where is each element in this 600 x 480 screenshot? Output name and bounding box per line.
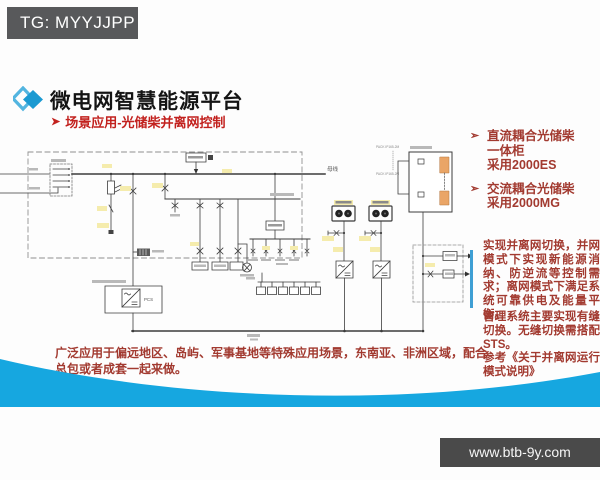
feeder-to-pcs xyxy=(120,172,164,286)
bullet-line: 直流耦合光储柴 xyxy=(487,129,575,143)
pcs-label: PCS xyxy=(144,297,153,302)
pack-labels: PACK IP165-2M PACK IP165-2M xyxy=(376,145,399,176)
page-subtitle: ➤ 场景应用-光储柴并离网控制 xyxy=(51,112,226,131)
bullet-line: 交流耦合光储柴 xyxy=(487,181,575,196)
distribution-bus xyxy=(152,172,300,199)
page-title: 微电网智慧能源平台 xyxy=(50,90,244,113)
page-header: 微电网智慧能源平台 xyxy=(13,84,244,114)
feeder-metering xyxy=(97,172,121,234)
pack-label-2: PACK IP165-2M xyxy=(376,172,399,176)
blue-accent-line xyxy=(470,250,473,308)
sub-feeders xyxy=(170,199,254,277)
subtitle-text: 场景应用-光储柴并离网控制 xyxy=(65,115,226,130)
grid-incoming-lines xyxy=(0,168,58,193)
battery-cabinet xyxy=(398,146,452,331)
oneline-diagram: 母线 xyxy=(0,145,473,341)
bullet-arrow-icon: ➢ xyxy=(470,130,480,142)
output-feeder-box xyxy=(413,245,473,302)
inverter-1 xyxy=(336,261,353,331)
right-bullet-list: ➢ 直流耦合光储柴 一体柜 采用2000ES ➢ 交流耦合光储柴 采用2000M… xyxy=(470,129,600,211)
application-note: 广泛应用于偏远地区、岛屿、军事基地等特殊应用场景，东南亚、非洲区域，配合总包或者… xyxy=(55,346,488,376)
diamond-logo-icon xyxy=(13,85,43,111)
bullet-ac-coupled: ➢ 交流耦合光储柴 采用2000MG xyxy=(470,182,600,211)
bullet-arrow-icon: ➢ xyxy=(470,182,480,195)
annotation-reference: 参考《关于并离网运行模式说明》 xyxy=(483,352,600,378)
main-bus-label: 母线 xyxy=(327,165,339,173)
genset-input-symbol xyxy=(359,200,392,261)
bullet-line: 采用2000ES xyxy=(487,158,557,172)
controller-box xyxy=(102,153,232,174)
ups-branch xyxy=(248,172,310,265)
annotation-switchover: 管理系统主要实现有缝切换。无缝切换需搭配STS。 xyxy=(483,311,600,351)
ats-switch xyxy=(50,159,72,196)
bullet-line: 采用2000MG xyxy=(487,196,560,210)
pv-input-symbol xyxy=(322,200,355,261)
bullet-line: 一体柜 xyxy=(487,143,525,158)
bullet-dc-coupled: ➢ 直流耦合光储柴 一体柜 采用2000ES xyxy=(470,129,600,173)
load-bus xyxy=(132,329,425,341)
website-footer-bar: www.btb-9y.com xyxy=(440,438,600,467)
bottom-wave xyxy=(0,359,600,407)
pack-label-1: PACK IP165-2M xyxy=(376,145,399,149)
annotation-grid-modes: 实现并离网切换，并网模式下实现新能源消纳、防逆流等控制需求；离网模式下满足系统可… xyxy=(483,240,600,321)
load-row xyxy=(246,273,321,295)
inverter-2 xyxy=(373,261,390,331)
watermark-badge: TG: MYYJJPP xyxy=(7,7,138,39)
system-boundary-box xyxy=(28,152,302,258)
pcs-unit: PCS xyxy=(92,280,162,331)
subtitle-arrow-icon: ➤ xyxy=(51,116,61,128)
